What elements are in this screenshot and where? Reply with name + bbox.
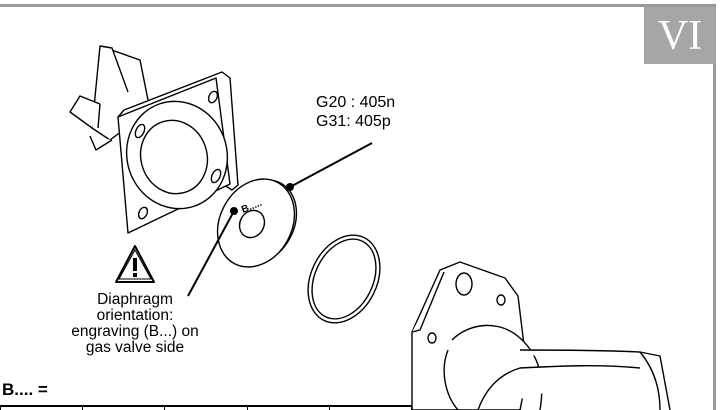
section-badge: VI (644, 7, 716, 64)
warning-line-4: gas valve side (85, 339, 185, 356)
burner-flange (69, 45, 239, 234)
warning-line-2: orientation: (96, 307, 174, 324)
warning-line-3: engraving (B...) on (71, 323, 199, 340)
warning-line-1: Diaphragm (97, 291, 173, 308)
gas-code-leader-dot (286, 183, 294, 191)
engraving-leader-dot (230, 207, 238, 215)
table-column-divider (329, 405, 330, 410)
gas-code-line-1: G20 : 405n (316, 94, 396, 111)
gas-code-line-2: G31: 405p (316, 113, 391, 130)
table-column-divider (164, 405, 165, 410)
gas-valve-body (411, 261, 671, 410)
gas-code-label: G20 : 405n G31: 405p (316, 93, 395, 131)
table-column-divider (0, 405, 1, 410)
table-column-divider (247, 405, 248, 410)
gas-code-leader (289, 142, 373, 188)
warning-triangle-icon (115, 245, 155, 283)
o-ring-seal (307, 234, 381, 324)
diaphragm-disc (216, 178, 298, 268)
table-column-divider (411, 405, 412, 410)
table-top-border (0, 405, 412, 407)
right-border (713, 4, 716, 410)
engraving-leader (187, 210, 235, 297)
diaphragm-orientation-note: Diaphragm orientation: engraving (B...) … (60, 292, 210, 356)
table-column-divider (82, 405, 83, 410)
top-border (0, 4, 716, 7)
b-field-label: B.... = (2, 380, 48, 399)
